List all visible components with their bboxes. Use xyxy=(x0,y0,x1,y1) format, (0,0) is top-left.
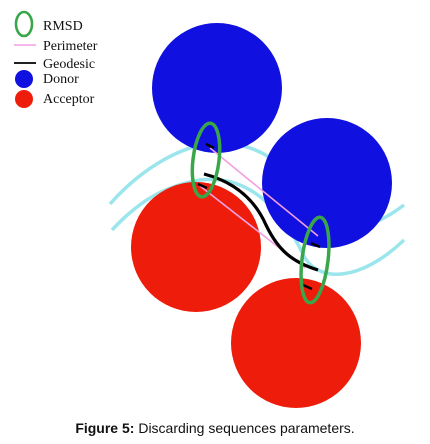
legend-rmsd-icon xyxy=(14,10,34,38)
legend-donor-label: Donor xyxy=(43,72,79,87)
caption-text: Discarding sequences parameters. xyxy=(134,420,355,436)
legend-rmsd-label: RMSD xyxy=(43,19,83,34)
donor-sphere-right xyxy=(262,118,392,248)
acceptor-sphere-bottom xyxy=(231,278,361,408)
legend-acceptor-label: Acceptor xyxy=(43,92,95,107)
rmsd-ellipse-lower xyxy=(299,215,331,305)
caption-label: Figure 5: xyxy=(75,420,135,436)
contact-marker xyxy=(205,142,215,150)
contact-marker xyxy=(302,283,313,291)
contact-marker xyxy=(197,182,208,190)
legend-geodesic-label: Geodesic xyxy=(43,57,95,72)
perimeter-line-upper xyxy=(209,147,319,237)
rmsd-ellipse-upper xyxy=(190,121,222,199)
legend: RMSD Perimeter Geodesic Donor Acceptor xyxy=(14,10,98,108)
legend-perimeter-label: Perimeter xyxy=(43,39,98,54)
geodesic-path xyxy=(203,172,319,272)
legend-acceptor-icon xyxy=(15,90,33,108)
donor-sphere-top xyxy=(152,23,282,153)
legend-donor-icon xyxy=(15,70,33,88)
acceptor-sphere-left xyxy=(131,182,261,312)
contact-marker xyxy=(310,241,321,249)
figure-caption: Figure 5: Discarding sequences parameter… xyxy=(0,418,430,438)
